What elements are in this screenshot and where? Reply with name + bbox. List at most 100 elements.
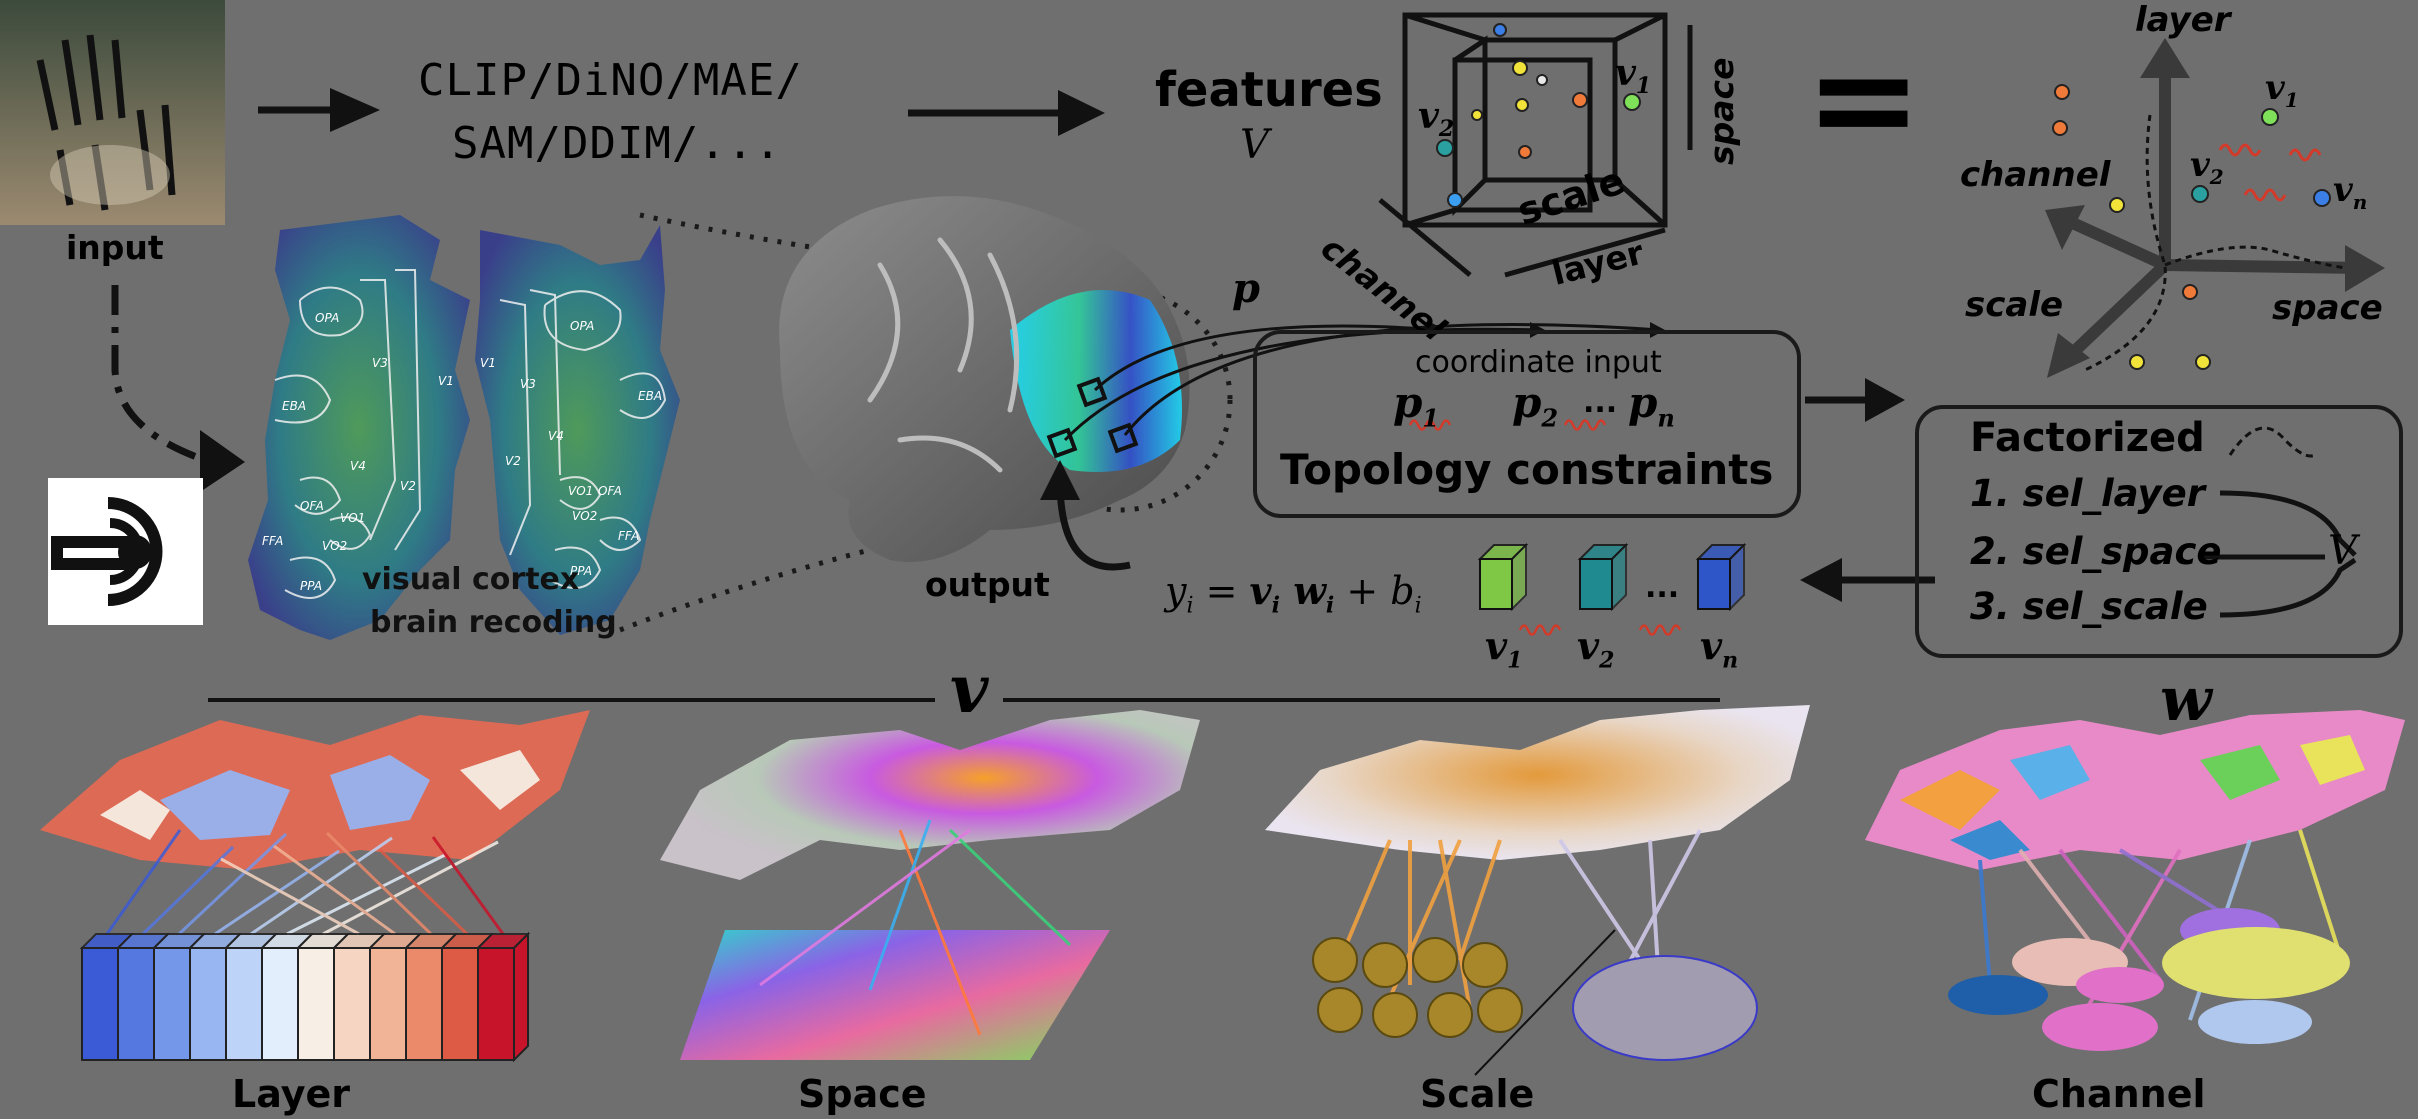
roi-label: EBA xyxy=(638,389,662,403)
input-label: input xyxy=(66,228,164,267)
roi-label: VO1 xyxy=(568,484,593,498)
vector-label-1: v1 xyxy=(1485,623,1523,674)
roi-label: PPA xyxy=(570,564,592,578)
equals-sign: = xyxy=(1805,18,1923,181)
vector-prism-side xyxy=(1511,542,1527,612)
topology-label: Topology constraints xyxy=(1280,445,1774,494)
roi-label: FFA xyxy=(618,529,639,543)
roi-label: PPA xyxy=(300,579,322,593)
cube-label-v2: v2 xyxy=(1418,95,1455,143)
p-item-n: pn xyxy=(1628,378,1675,433)
panel-channel-viz xyxy=(1865,710,2405,1051)
panel-label-layer: Layer xyxy=(232,1072,350,1116)
roi-label: V4 xyxy=(548,429,564,443)
layer-block xyxy=(81,947,119,1061)
vector-label-2: v2 xyxy=(1577,623,1615,674)
roi-label: OPA xyxy=(570,319,594,333)
layer-block xyxy=(189,947,227,1061)
panel-label-scale: Scale xyxy=(1420,1072,1535,1116)
layer-connection xyxy=(286,853,446,936)
panel-label-space: Space xyxy=(798,1072,927,1116)
axis-label-v1: v1 xyxy=(2265,68,2299,112)
roi-label: VO2 xyxy=(572,509,597,523)
topology-box xyxy=(1253,330,1801,518)
axes-diagram xyxy=(2045,38,2385,378)
roi-label: V2 xyxy=(505,454,521,468)
layer-block xyxy=(297,947,335,1061)
big-w-label: w xyxy=(2160,665,2212,735)
input-to-cortex-arrow xyxy=(111,285,207,464)
cube-label-v1: v1 xyxy=(1615,52,1652,100)
vector-prism-face xyxy=(1479,558,1513,610)
input-image xyxy=(0,0,225,225)
formula: yi = vi wi + bi xyxy=(1165,568,1422,619)
roi-label: V1 xyxy=(480,356,496,370)
layer-connection xyxy=(322,840,499,936)
layer-connection xyxy=(378,848,469,936)
vector-prism-side xyxy=(1611,542,1627,612)
cube-points xyxy=(1436,23,1641,208)
output-label: output xyxy=(925,565,1050,604)
roi-label: V1 xyxy=(438,374,454,388)
factorized-V: V xyxy=(2328,528,2357,574)
layer-connection xyxy=(273,844,396,936)
roi-label: V3 xyxy=(520,377,536,391)
features-symbol: V xyxy=(1240,122,1269,168)
layer-block xyxy=(117,947,155,1061)
layer-connection xyxy=(105,829,182,935)
axis-label-channel: channel xyxy=(1960,155,2111,195)
axis-label-v2: v2 xyxy=(2190,145,2224,189)
p-item-1: p1 xyxy=(1393,378,1440,433)
vector-prisms xyxy=(1477,542,1747,612)
roi-label: V2 xyxy=(400,479,416,493)
panel-layer-viz xyxy=(40,710,590,1063)
roi-label: VO2 xyxy=(322,539,347,553)
panel-space-viz xyxy=(660,710,1200,1060)
factorized-title: Factorized xyxy=(1970,415,2205,461)
vector-ellipsis: ... xyxy=(1645,570,1680,605)
roi-label: V4 xyxy=(350,459,366,473)
features-label: features xyxy=(1155,62,1383,118)
p-ellipsis: ... xyxy=(1583,385,1618,420)
big-v-label: v xyxy=(950,650,989,728)
logo xyxy=(48,478,203,625)
roi-label: OFA xyxy=(300,499,324,513)
layer-connection xyxy=(250,836,393,936)
cortex-caption-2: brain recoding xyxy=(370,605,617,640)
vector-prism-face xyxy=(1579,558,1613,610)
layer-connection xyxy=(431,836,505,935)
layer-block xyxy=(369,947,407,1061)
vector-label-n: vn xyxy=(1700,623,1739,674)
roi-label: FFA xyxy=(262,534,283,548)
axis-label-space: space xyxy=(2272,288,2383,328)
axis-label-scale: scale xyxy=(1965,285,2064,325)
layer-block xyxy=(477,947,515,1061)
roi-label: OPA xyxy=(315,311,339,325)
vector-prism-side xyxy=(1729,542,1745,612)
factorized-box xyxy=(1915,405,2403,658)
roi-label: OFA xyxy=(598,484,622,498)
factorized-item-3: 3. sel_scale xyxy=(1970,585,2208,628)
roi-label: VO1 xyxy=(340,511,365,525)
layer-connection xyxy=(220,857,360,936)
layer-connection xyxy=(177,832,288,936)
vector-prism-face xyxy=(1697,558,1731,610)
axis-label-vn: vn xyxy=(2333,170,2368,214)
layer-block xyxy=(441,947,479,1061)
factorized-item-1: 1. sel_layer xyxy=(1970,472,2205,515)
models-line-1: CLIP/DiNO/MAE/ xyxy=(418,55,803,106)
roi-label: V3 xyxy=(372,356,388,370)
layer-block-side xyxy=(513,931,529,1063)
models-line-2: SAM/DDIM/... xyxy=(452,118,782,169)
feature-cube xyxy=(1378,12,1693,278)
layer-connection xyxy=(214,849,340,936)
panel-label-channel: Channel xyxy=(2032,1072,2206,1116)
roi-label: EBA xyxy=(282,399,306,413)
layer-connection xyxy=(325,831,433,936)
p-label: p xyxy=(1232,265,1260,312)
cortex-maps: OPAV3V1EBAV4V2OFAVO1VO2FFAPPAV1V3OPAV2V4… xyxy=(248,215,680,640)
layer-block xyxy=(405,947,443,1061)
cortex-caption-1: visual cortex xyxy=(362,562,580,597)
panel-scale-viz xyxy=(1265,705,1810,1076)
